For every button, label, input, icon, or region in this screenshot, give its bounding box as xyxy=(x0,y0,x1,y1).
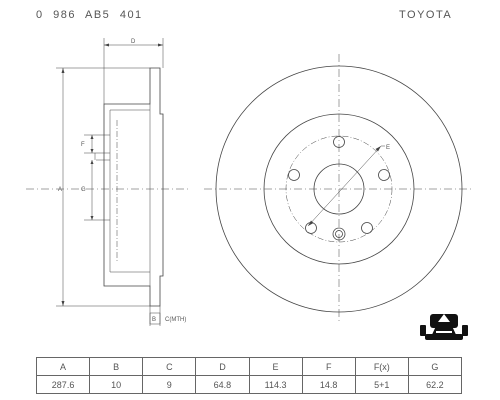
spec-value-D: 64.8 xyxy=(195,375,250,394)
spec-table: A B C D E F F(x) G 287.6 10 9 64.8 114.3… xyxy=(35,357,463,394)
car-rear-axle-icon xyxy=(420,314,468,340)
spec-value-E: 114.3 xyxy=(248,375,303,394)
spec-header-B: B xyxy=(89,357,144,376)
dimension-F-G xyxy=(84,134,110,221)
dim-label-B: B xyxy=(152,317,156,323)
spec-table-header-row: A B C D E F F(x) G xyxy=(35,357,463,376)
spec-value-Fx: 5+1 xyxy=(354,375,409,394)
dim-label-A: A xyxy=(58,187,62,193)
spec-table-value-row: 287.6 10 9 64.8 114.3 14.8 5+1 62.2 xyxy=(35,375,463,394)
spec-value-B: 10 xyxy=(89,375,144,394)
part-number: 0 986 AB5 401 xyxy=(36,9,143,21)
dimension-A xyxy=(56,67,150,307)
spec-header-A: A xyxy=(35,357,91,376)
spec-value-F: 14.8 xyxy=(301,375,356,394)
spec-header-C: C xyxy=(142,357,197,376)
spec-header-F: F xyxy=(301,357,356,376)
dimension-D xyxy=(103,38,164,104)
spec-header-D: D xyxy=(195,357,250,376)
front-centerlines xyxy=(204,54,474,324)
dimension-B-C xyxy=(149,306,161,326)
spec-value-G: 62.2 xyxy=(407,375,463,394)
spec-value-A: 287.6 xyxy=(35,375,91,394)
brand-name: TOYOTA xyxy=(399,9,453,21)
spec-header-Fx: F(x) xyxy=(354,357,409,376)
dimension-E xyxy=(307,145,385,227)
dimension-arrows xyxy=(61,43,381,306)
dim-label-D: D xyxy=(131,39,136,45)
dim-label-E: E xyxy=(386,145,390,151)
spec-header-E: E xyxy=(248,357,303,376)
dim-label-C: C(MTH) xyxy=(165,317,186,323)
disc-profile xyxy=(103,67,164,307)
spec-value-C: 9 xyxy=(142,375,197,394)
dim-label-G: G xyxy=(81,187,86,193)
spec-header-G: G xyxy=(407,357,463,376)
dim-label-F: F xyxy=(81,142,85,148)
